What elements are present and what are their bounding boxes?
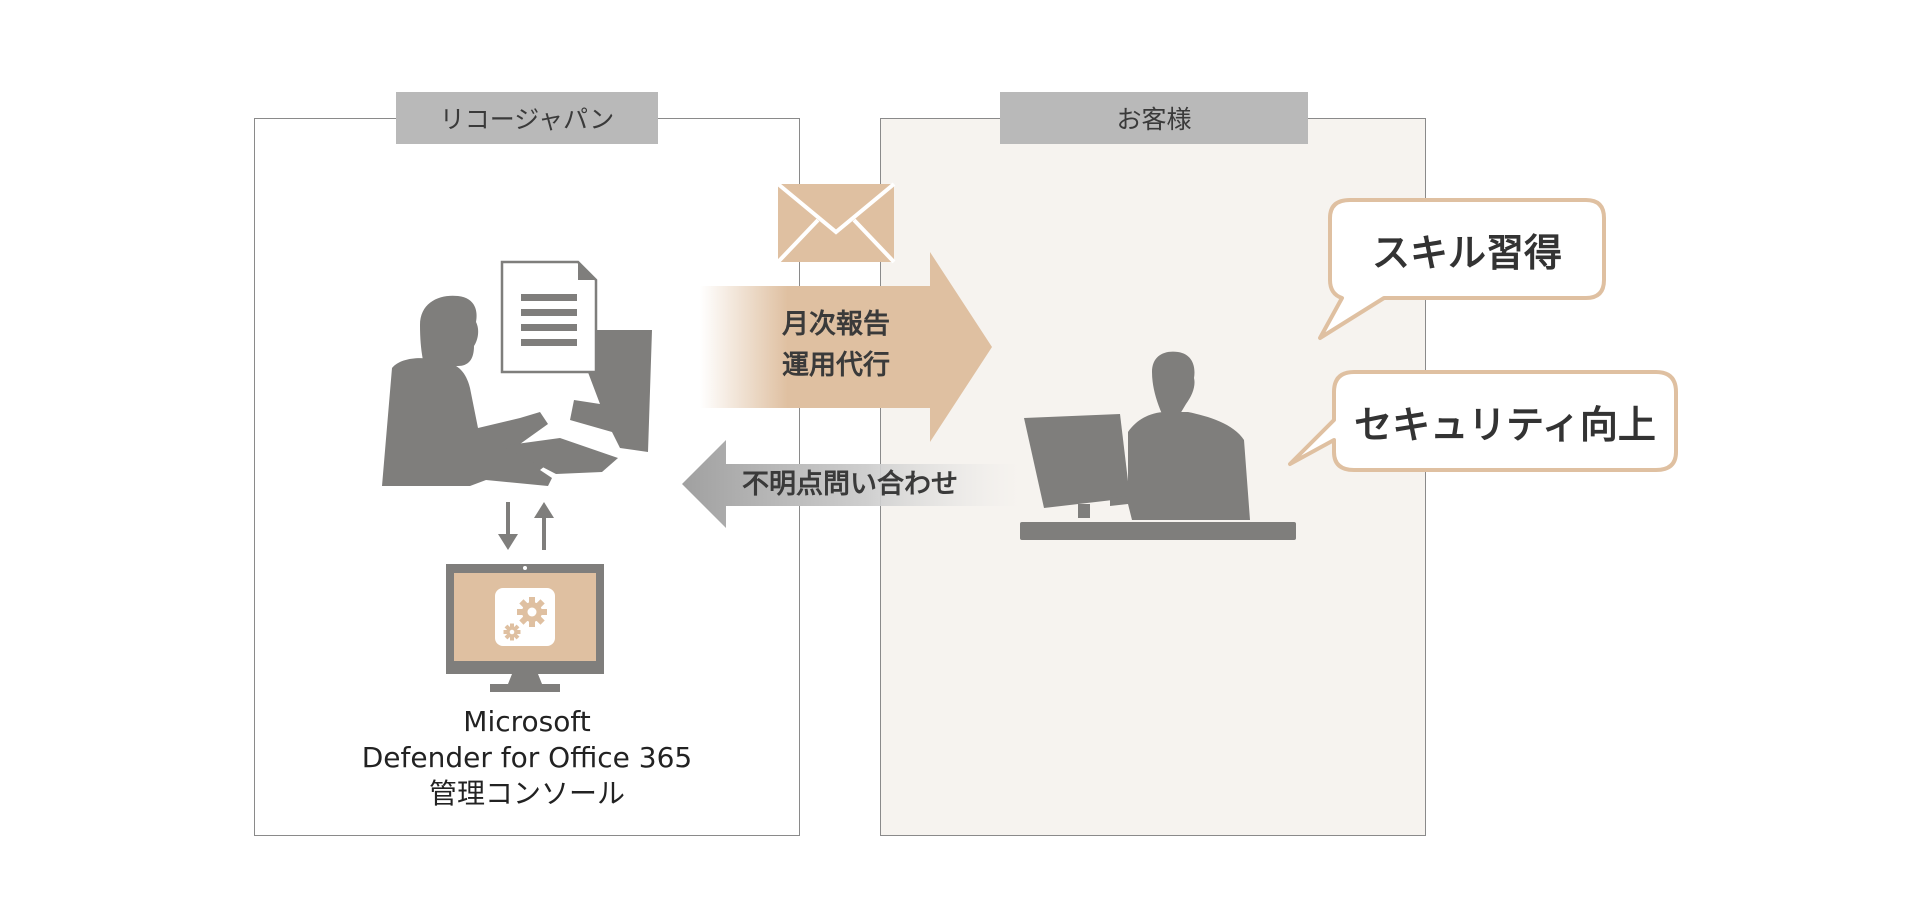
console-label: Microsoft Defender for Office 365 管理コンソー…	[254, 704, 800, 812]
console-label-line2: Defender for Office 365	[361, 741, 693, 774]
provider-label: リコージャパン	[396, 92, 658, 144]
report-flow-line1: 月次報告	[782, 309, 890, 340]
benefit-security-text: セキュリティ向上	[1354, 402, 1656, 447]
sync-arrows-icon	[498, 502, 554, 550]
gear-icon	[503, 597, 547, 641]
envelope-icon	[776, 182, 896, 264]
report-flow-text: 月次報告 運用代行	[736, 304, 936, 386]
customer-person-icon	[1020, 351, 1296, 540]
inquiry-flow-arrow	[682, 440, 1020, 528]
monitor-icon	[446, 564, 604, 692]
customer-label: お客様	[1000, 92, 1308, 144]
benefit-skill-text: スキル習得	[1371, 230, 1562, 275]
report-flow-arrow	[700, 252, 992, 442]
benefit-bubble-skill	[1318, 198, 1606, 340]
benefit-bubble-security	[1288, 370, 1678, 472]
operator-person-icon	[382, 295, 652, 486]
report-flow-line2: 運用代行	[782, 350, 890, 381]
console-label-line1: Microsoft	[463, 705, 591, 738]
inquiry-flow-text: 不明点問い合わせ	[742, 469, 958, 500]
document-icon	[500, 260, 598, 374]
console-label-line3: 管理コンソール	[428, 777, 625, 810]
